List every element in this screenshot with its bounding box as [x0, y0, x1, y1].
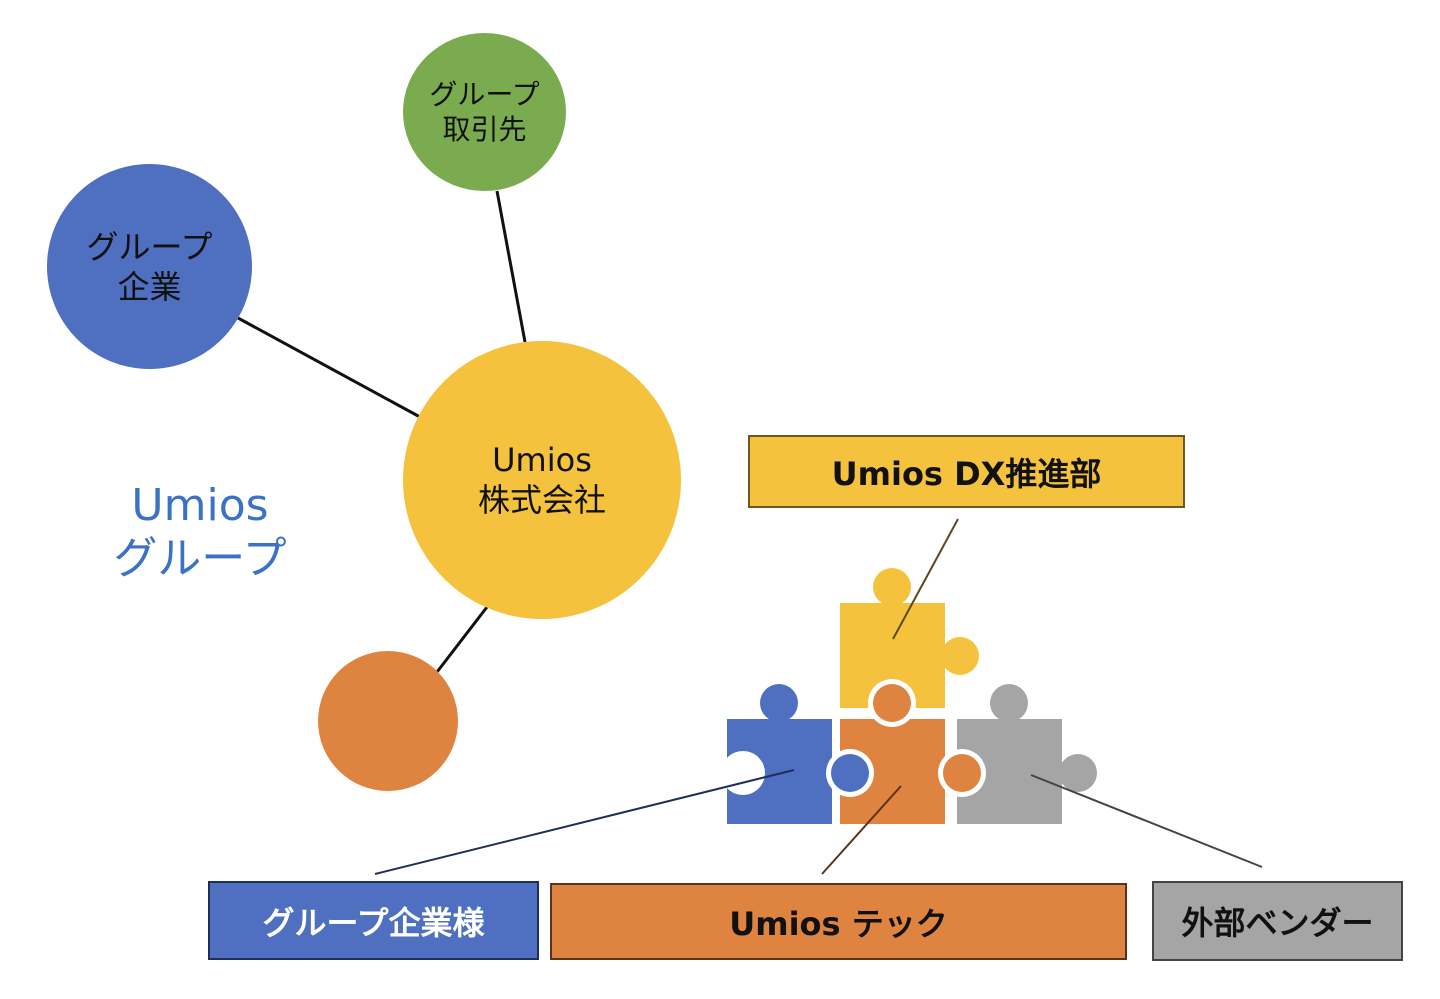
umios-group-title-line1: Umios: [131, 480, 269, 531]
group-partner-label-2: 取引先: [442, 113, 527, 146]
umios-tech-label: Umios テック: [550, 883, 1127, 960]
puzzle-piece-orange: [826, 679, 981, 824]
puzzle-piece-blue: [721, 684, 869, 824]
group-company-circle: グループ 企業: [47, 164, 252, 369]
umios-corp-label-1: Umios: [492, 441, 592, 479]
pointer-tech: [821, 785, 902, 875]
group-company-label-2: 企業: [117, 267, 182, 306]
pointer-group-companies: [374, 769, 795, 875]
umios-group-title: Umios グループ: [95, 480, 305, 586]
connector-center-orange: [435, 606, 489, 673]
puzzle-piece-gray: [938, 684, 1097, 824]
group-company-label-1: グループ: [86, 227, 213, 266]
umios-corp-circle: Umios 株式会社: [403, 341, 681, 619]
umios-group-title-line2: グループ: [113, 532, 287, 584]
connector-blue-center: [237, 316, 421, 419]
dx-department-label: Umios DX推進部: [748, 435, 1185, 508]
group-companies-label: グループ企業様: [208, 881, 539, 960]
group-partner-label-1: グループ: [429, 78, 540, 111]
pointer-dx: [892, 518, 959, 640]
pointer-vendor: [1030, 774, 1263, 868]
orange-node-circle: [318, 651, 458, 791]
connector-green-center: [495, 190, 527, 343]
group-partner-circle: グループ 取引先: [403, 33, 566, 191]
external-vendor-label: 外部ベンダー: [1152, 881, 1403, 961]
umios-corp-label-2: 株式会社: [477, 481, 606, 519]
